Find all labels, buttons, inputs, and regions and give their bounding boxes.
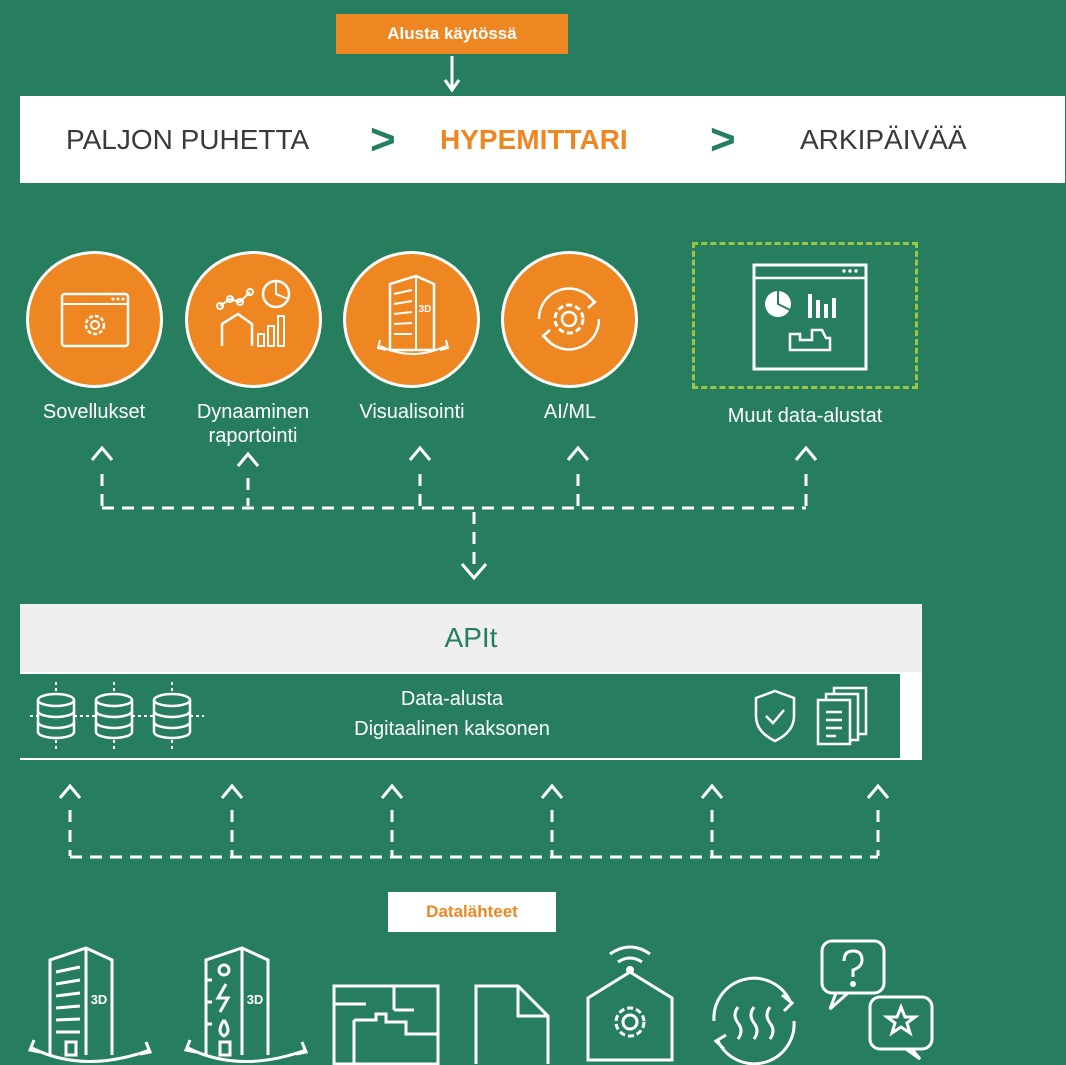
source-heating-cycle — [700, 975, 808, 1065]
shield-check-icon — [754, 689, 796, 743]
source-building-systems-3d: 3D — [170, 940, 320, 1065]
heating-cycle-icon — [712, 976, 796, 1065]
sources-connector-lines — [58, 783, 890, 859]
other-platforms-box — [692, 242, 918, 389]
building-3d-icon: 3D — [27, 946, 153, 1063]
document-icon — [474, 984, 550, 1064]
database-icons — [30, 682, 204, 752]
hype-middle-label: HYPEMITTARI — [440, 124, 628, 155]
platform-subtitle: Digitaalinen kaksonen — [354, 718, 550, 740]
source-building-3d: 3D — [14, 940, 164, 1065]
app-window-gear-icon — [60, 292, 130, 348]
tool-label-dynaaminen-raportointi: Dynaaminen raportointi — [196, 401, 310, 447]
platform-title: Data-alusta — [400, 688, 504, 710]
source-feedback — [816, 935, 940, 1060]
tool-ai-ml — [504, 254, 635, 385]
documents-icon — [816, 686, 868, 746]
tool-dynaaminen-raportointi — [188, 254, 319, 385]
building-3d-icon: 3D — [376, 274, 450, 355]
top-badge: Alusta käytössä — [336, 14, 568, 54]
hype-right-label: ARKIPÄIVÄÄ — [800, 124, 967, 155]
tool-label-sovellukset: Sovellukset — [42, 401, 146, 423]
tool-label-ai-ml: AI/ML — [543, 401, 597, 423]
tool-label-muut-data-alustat: Muut data-alustat — [727, 405, 883, 427]
sources-badge: Datalähteet — [388, 892, 556, 932]
floor-plan-icon — [332, 984, 440, 1065]
hype-separator-1: > — [370, 115, 396, 164]
iot-house-icon — [586, 945, 674, 1062]
hype-left-label: PALJON PUHETTA — [66, 124, 310, 155]
svg-text:3D: 3D — [91, 992, 108, 1007]
tool-label-visualisointi: Visualisointi — [359, 401, 465, 423]
source-document — [470, 980, 554, 1065]
dashboard-window-icon — [752, 263, 868, 371]
source-floor-plan — [330, 980, 446, 1065]
svg-text:3D: 3D — [419, 304, 432, 315]
tool-sovellukset — [29, 254, 160, 385]
source-iot-house — [580, 940, 680, 1065]
data-platform-panel: Data-alusta Digitaalinen kaksonen — [2, 674, 900, 758]
hype-meter-bar: PALJON PUHETTA > HYPEMITTARI > ARKIPÄIVÄ… — [20, 96, 1065, 183]
building-systems-3d-icon: 3D — [183, 946, 309, 1063]
svg-text:3D: 3D — [247, 992, 264, 1007]
tool-visualisointi: 3D — [346, 254, 477, 385]
feedback-bubbles-icon — [820, 939, 934, 1060]
badge-arrow-icon — [443, 56, 461, 93]
tools-connector-lines — [90, 445, 818, 581]
report-chart-icon — [216, 279, 291, 347]
api-header: APIt — [20, 604, 922, 672]
hype-separator-2: > — [710, 115, 736, 164]
gear-cycle-icon — [537, 287, 601, 351]
